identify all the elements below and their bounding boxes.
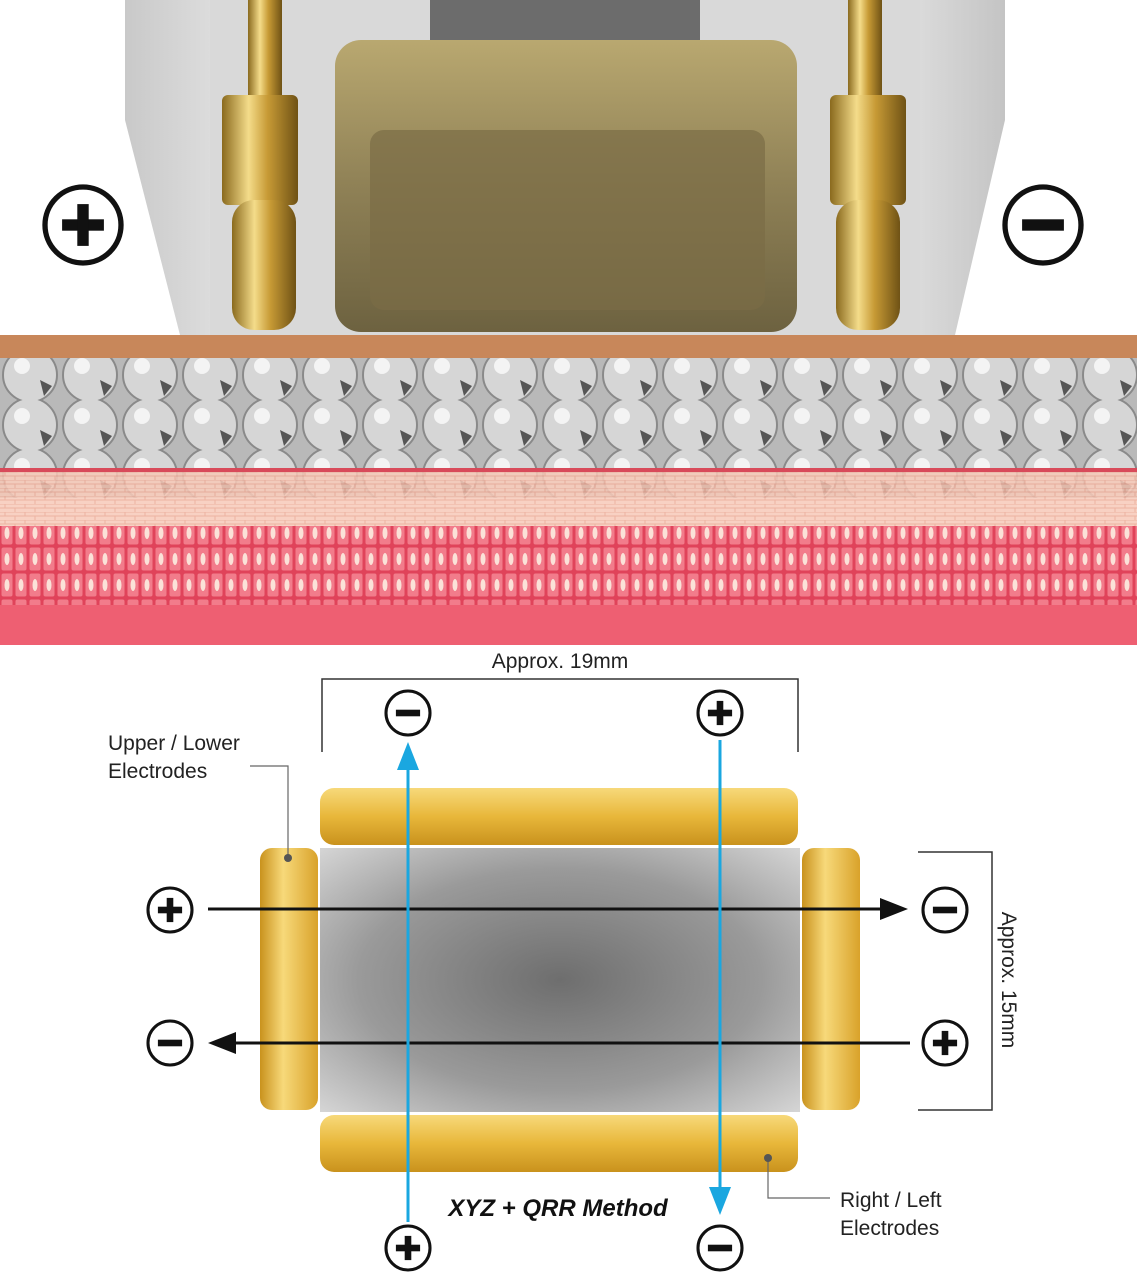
right-left-callout: Right / Left Electrodes [764, 1154, 942, 1240]
width-label: Approx. 19mm [492, 650, 629, 673]
plus-icon-right-vertical-top [696, 689, 744, 737]
height-label: Approx. 15mm [997, 912, 1020, 1049]
dimension-height: Approx. 15mm [918, 851, 1020, 1111]
right-left-label-line2: Electrodes [840, 1217, 939, 1240]
minus-icon-top-right [1002, 184, 1084, 266]
right-electrode [802, 848, 860, 1110]
current-arrows [208, 740, 910, 1222]
skin-cross-section [0, 335, 1137, 645]
minus-icon-lower-horizontal-left [146, 1019, 194, 1067]
method-label: XYZ + QRR Method [446, 1195, 669, 1222]
lower-electrode [320, 1115, 798, 1172]
applicator-render [0, 0, 1137, 340]
minus-icon-upper-horizontal-right [921, 886, 969, 934]
upper-horizontal-arrow [208, 898, 908, 920]
plus-icon-lower-horizontal-right [921, 1019, 969, 1067]
plus-icon-upper-horizontal-left [146, 886, 194, 934]
plus-icon-top-left [42, 184, 124, 266]
right-left-label-line1: Right / Left [840, 1189, 942, 1212]
upper-lower-label-line1: Upper / Lower [108, 732, 240, 755]
epidermis-layer [0, 470, 1137, 526]
dermis-cells [0, 526, 1137, 610]
lower-horizontal-arrow [208, 1032, 910, 1054]
left-vertical-arrow [397, 742, 419, 1222]
right-pin-electrode [830, 0, 906, 330]
minus-icon-left-vertical-top [384, 689, 432, 737]
left-pin-electrode [222, 0, 298, 330]
left-electrode [260, 848, 318, 1110]
minus-icon-right-vertical-bottom [696, 1224, 744, 1272]
dimension-width: Approx. 19mm [321, 650, 799, 752]
upper-lower-label-line2: Electrodes [108, 760, 207, 783]
plus-icon-left-vertical-bottom [384, 1224, 432, 1272]
skin-surface [0, 335, 1137, 359]
upper-electrode [320, 788, 798, 845]
upper-lower-callout: Upper / Lower Electrodes [108, 732, 292, 862]
right-vertical-arrow [709, 740, 731, 1215]
center-electrode-plate [320, 848, 800, 1112]
